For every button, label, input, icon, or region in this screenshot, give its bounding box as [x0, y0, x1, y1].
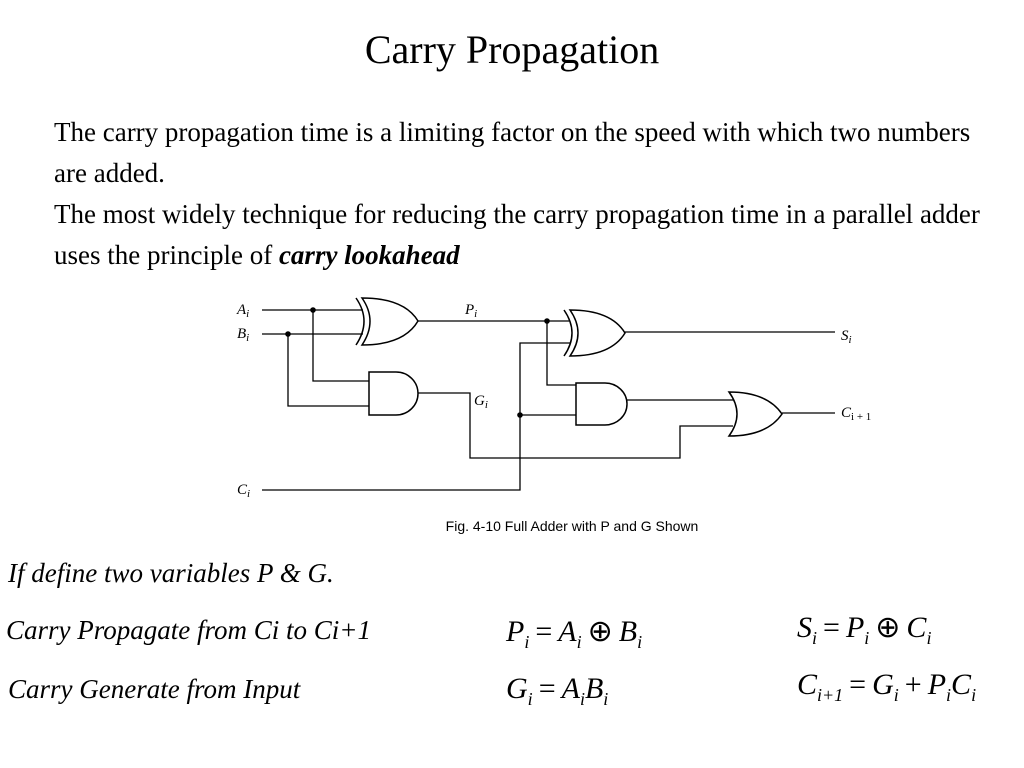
generate-note: Carry Generate from Input: [8, 674, 301, 704]
label-a: Ai: [236, 302, 249, 320]
paragraph-lookahead: The most widely technique for reducing t…: [54, 194, 1004, 276]
junction-dot: [517, 412, 523, 418]
figure-caption: Fig. 4-10 Full Adder with P and G Shown: [445, 518, 699, 534]
junction-dot: [310, 307, 316, 313]
paragraph-intro: The carry propagation time is a limiting…: [54, 117, 971, 188]
junction-dot: [544, 318, 550, 324]
sum-equation: Si=Pi⊕Ci: [797, 611, 932, 648]
wire-g: [418, 392, 733, 459]
define-note: If define two variables P & G.: [8, 558, 334, 588]
wire-b-branch: [287, 334, 369, 407]
wire-a-branch: [312, 310, 369, 382]
or-gate: [727, 391, 783, 437]
wire-c: [262, 342, 570, 491]
xor-gate-1-back-curve: [355, 297, 365, 346]
slide-title: Carry Propagation: [364, 27, 660, 72]
label-c: Ci: [237, 482, 250, 500]
junction-dots: [285, 307, 550, 418]
carry-equation: Ci+1=Gi+PiCi: [797, 668, 977, 705]
label-g: Gi: [474, 393, 488, 411]
label-s: Si: [841, 328, 852, 346]
label-p: Pi: [464, 302, 477, 320]
paragraph-lookahead-text: The most widely technique for reducing t…: [54, 199, 980, 270]
and-gate-2: [575, 382, 628, 426]
diagram-labels: Ai Bi Ci Pi Gi Si Ci + 1: [236, 302, 871, 500]
full-adder-diagram: Ai Bi Ci Pi Gi Si Ci + 1: [236, 297, 871, 500]
and-gate-1: [368, 371, 419, 416]
junction-dot: [285, 331, 291, 337]
propagate-note: Carry Propagate from Ci to Ci+1: [6, 615, 371, 645]
generate-equation: Gi=AiBi: [506, 672, 609, 709]
xor-gate-2: [568, 309, 626, 357]
carry-lookahead-emphasis: carry lookahead: [278, 240, 460, 270]
wire-p-branch: [546, 321, 577, 386]
xor-gate-2-back-curve: [563, 309, 573, 357]
label-b: Bi: [237, 326, 249, 344]
propagate-equation: Pi=Ai⊕Bi: [506, 615, 643, 652]
logic-gates: [355, 297, 783, 437]
circuit-wires: [262, 309, 835, 491]
xor-gate-1: [360, 297, 419, 346]
label-carry-out: Ci + 1: [841, 405, 871, 423]
